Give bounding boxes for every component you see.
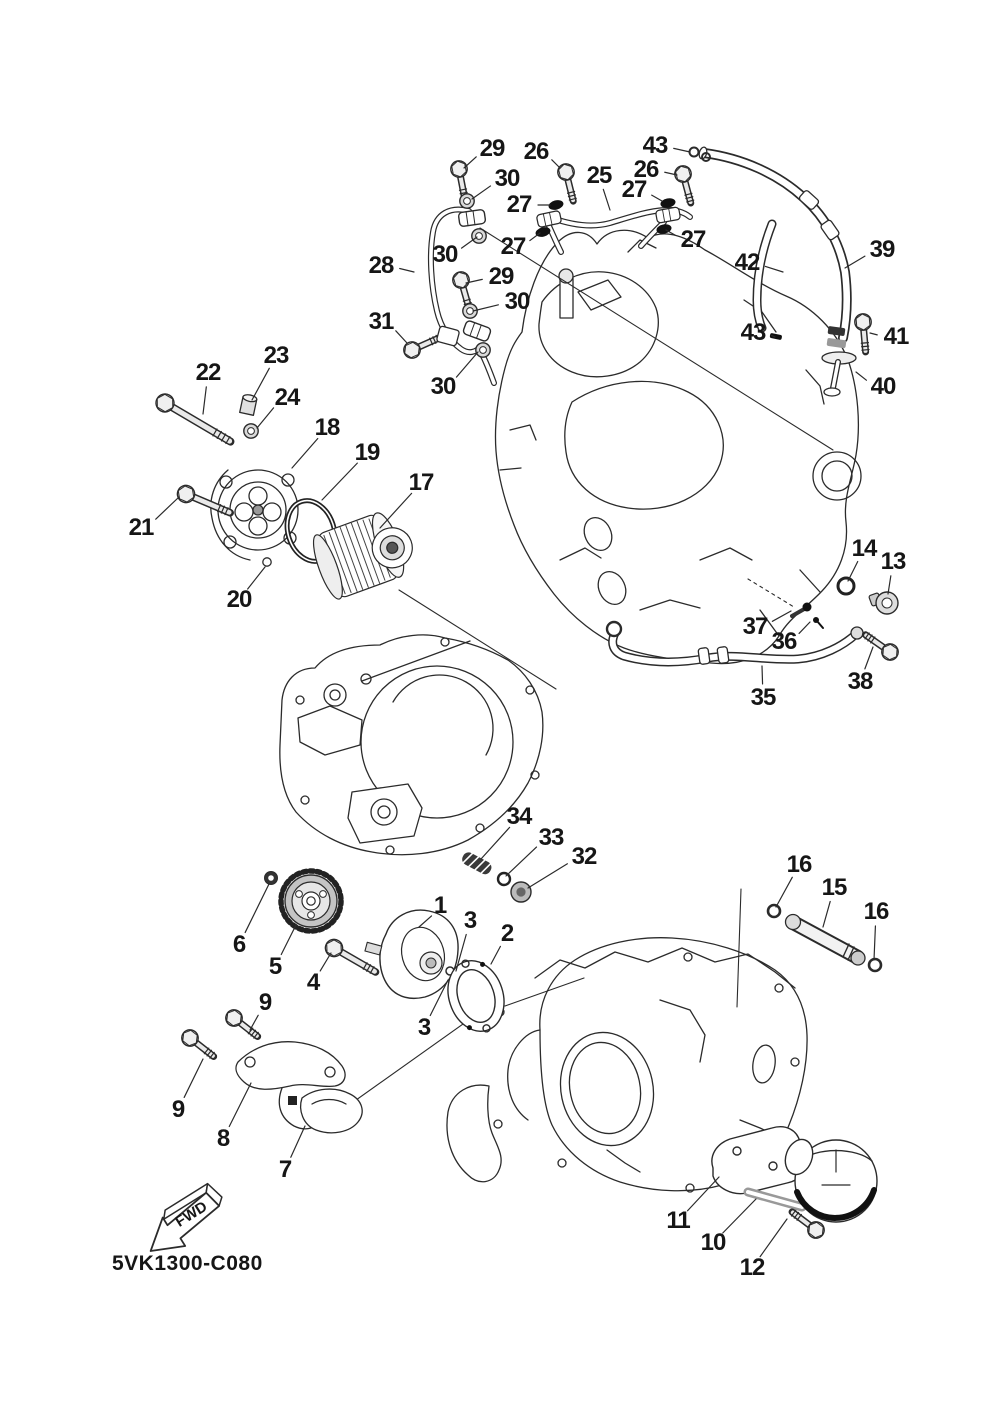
clamp-43c: [769, 333, 782, 340]
oil-pump-1: [364, 909, 459, 999]
bracket-group: [178, 1006, 363, 1134]
top-hardware: [401, 146, 874, 361]
pipe-bracket: [436, 325, 460, 347]
spring-34: [461, 852, 492, 875]
bracket-8: [235, 1041, 346, 1090]
washer-14: [836, 576, 856, 596]
screw-20: [262, 557, 272, 567]
water-pump-assembly: [153, 391, 299, 567]
nut-30a: [459, 193, 475, 209]
cap-23: [239, 394, 258, 416]
leader-lines: [155, 147, 892, 1258]
strainer-group: [711, 1126, 878, 1242]
bolt-37: [790, 602, 812, 618]
gasket-2: [447, 959, 505, 1033]
oil-pipe-15: [784, 913, 866, 966]
strainer-10: [784, 1138, 878, 1223]
hose-fitting-40: [821, 326, 857, 397]
bolt-22: [153, 391, 235, 450]
clip-43b: [701, 152, 711, 162]
oil-delivery-pipe-35: [605, 620, 864, 667]
bolt-4: [322, 936, 380, 979]
bolt-9a: [222, 1006, 262, 1042]
relief-valve-parts: [461, 852, 532, 903]
oring-16a: [766, 903, 782, 919]
oil-pump-group: [264, 868, 505, 1033]
bolt-31: [401, 330, 443, 361]
crankcase-middle: [279, 634, 544, 856]
diagram-code: 5VK1300-C080: [112, 1252, 263, 1275]
nut-30b: [471, 228, 487, 244]
engine-block-outline: [494, 229, 862, 665]
screw-36: [813, 617, 824, 629]
oil-filter-17: [312, 512, 413, 600]
fwd-arrow: FWD: [149, 1182, 223, 1252]
washer-6: [264, 871, 278, 885]
oil-pipe-25: [535, 206, 693, 255]
oring-16b: [867, 957, 883, 973]
right-side-parts: [766, 576, 902, 973]
plug-13: [868, 591, 899, 615]
plug-32: [510, 881, 532, 903]
bolt-9b: [178, 1026, 218, 1062]
bolt-38: [861, 628, 902, 663]
crankcase-lower: [446, 937, 808, 1193]
clip-43a: [688, 146, 700, 158]
nut-30d: [475, 342, 491, 358]
breather-pipe-42: [752, 219, 777, 333]
oring-33: [496, 871, 512, 887]
guide-7: [300, 1088, 363, 1134]
drive-gear-5: [278, 868, 344, 934]
bolt-26b: [673, 164, 699, 205]
nut-24: [243, 423, 259, 439]
